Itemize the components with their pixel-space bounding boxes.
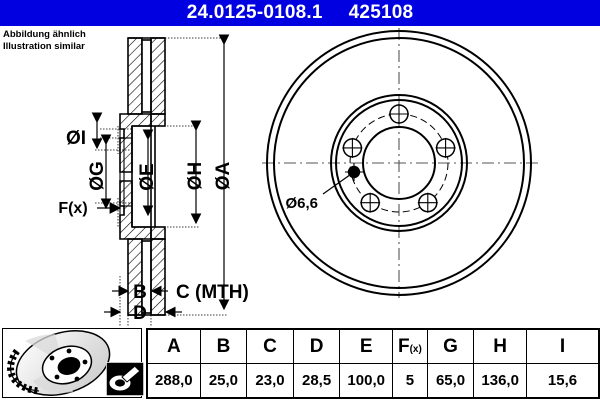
front-view: Ø6,6 <box>262 28 538 298</box>
dimension-dia-i: ØI <box>66 112 103 150</box>
technical-drawing: ØA ØH ØE ØG <box>0 26 600 326</box>
header-h: H <box>473 328 527 364</box>
header-g: G <box>426 328 475 364</box>
bolt-holes <box>342 104 456 213</box>
bottom-bar: A B C D E F(x) G H I 288,0 25,0 23,0 28,… <box>0 326 600 400</box>
bolt-hole <box>435 137 456 158</box>
micrometer-icon <box>105 361 145 397</box>
label-hole-diameter: Ø6,6 <box>285 195 318 212</box>
value-f: 5 <box>392 363 428 399</box>
dimension-dia-a: ØA <box>213 34 234 311</box>
front-view-centerlines <box>262 28 538 298</box>
bolt-hole <box>360 192 381 213</box>
value-c: 23,0 <box>246 363 294 399</box>
hat-outer-ring <box>330 94 468 232</box>
note-line-de: Abbildung ähnlich <box>3 29 86 40</box>
value-g: 65,0 <box>426 363 475 399</box>
disc-bore <box>57 357 81 375</box>
article-number: 425108 <box>348 2 414 23</box>
section-upper-ring <box>127 37 166 115</box>
dimension-dia-e: ØE <box>137 129 158 217</box>
header-f: F(x) <box>392 328 428 364</box>
label-dia-i: ØI <box>66 128 86 149</box>
hat-inner-ring <box>335 99 463 227</box>
label-dia-h: ØH <box>185 162 206 191</box>
dimension-b: B <box>112 282 168 303</box>
drawing-canvas: ØA ØH ØE ØG <box>58 28 538 326</box>
header-e: E <box>339 328 394 364</box>
dimension-c: C (MTH) <box>176 282 249 303</box>
part-number: 24.0125-0108.1 <box>186 2 323 23</box>
header-b: B <box>199 328 248 364</box>
bolt-hole <box>342 137 363 158</box>
disc-outer-edge <box>266 30 532 296</box>
label-dia-g: ØG <box>87 161 108 191</box>
pilot-hole <box>345 163 364 181</box>
title-bar: 24.0125-0108.1 425108 <box>0 0 600 26</box>
bolt-hole <box>417 192 438 213</box>
bolt-circle <box>349 113 449 213</box>
label-dia-e: ØE <box>137 163 158 190</box>
value-d: 28,5 <box>292 363 341 399</box>
illustration-note: Abbildung ähnlich Illustration similar <box>3 29 133 52</box>
dimension-table: A B C D E F(x) G H I 288,0 25,0 23,0 28,… <box>146 328 600 399</box>
value-i: 15,6 <box>525 363 600 399</box>
section-hat-lower <box>119 180 166 240</box>
section-view: ØA ØH ØE ØG <box>58 34 249 326</box>
dimension-fx: F(x) <box>58 200 122 217</box>
value-h: 136,0 <box>473 363 527 399</box>
header-i: I <box>525 328 600 364</box>
table-header-row: A B C D E F(x) G H I <box>146 328 600 364</box>
hole-callout: Ø6,6 <box>285 171 355 212</box>
header-f-letter: F <box>397 335 410 357</box>
label-c: C (MTH) <box>176 282 249 303</box>
header-d: D <box>292 328 341 364</box>
value-e: 100,0 <box>339 363 394 399</box>
label-d: D <box>133 303 147 324</box>
label-dia-a: ØA <box>213 161 234 190</box>
brake-disc-illustration <box>7 330 111 396</box>
dimension-dia-g: ØG <box>87 134 112 210</box>
dimension-dia-h: ØH <box>185 120 206 225</box>
header-a: A <box>146 328 201 364</box>
table-value-row: 288,0 25,0 23,0 28,5 100,0 5 65,0 136,0 … <box>146 363 600 399</box>
value-a: 288,0 <box>146 363 201 399</box>
disc-rim <box>9 350 40 392</box>
header-c: C <box>246 328 294 364</box>
note-line-en: Illustration similar <box>3 40 85 52</box>
disc-friction-edge <box>273 37 525 289</box>
label-fx: F(x) <box>58 200 87 217</box>
disc-stud-holes <box>49 348 88 382</box>
header-f-superscript: (x) <box>409 343 422 355</box>
value-b: 25,0 <box>199 363 248 399</box>
bolt-hole <box>389 104 409 124</box>
section-outer-edges <box>128 37 165 316</box>
label-b: B <box>133 282 147 303</box>
center-bore <box>362 126 436 200</box>
dimension-d: D <box>104 303 182 324</box>
